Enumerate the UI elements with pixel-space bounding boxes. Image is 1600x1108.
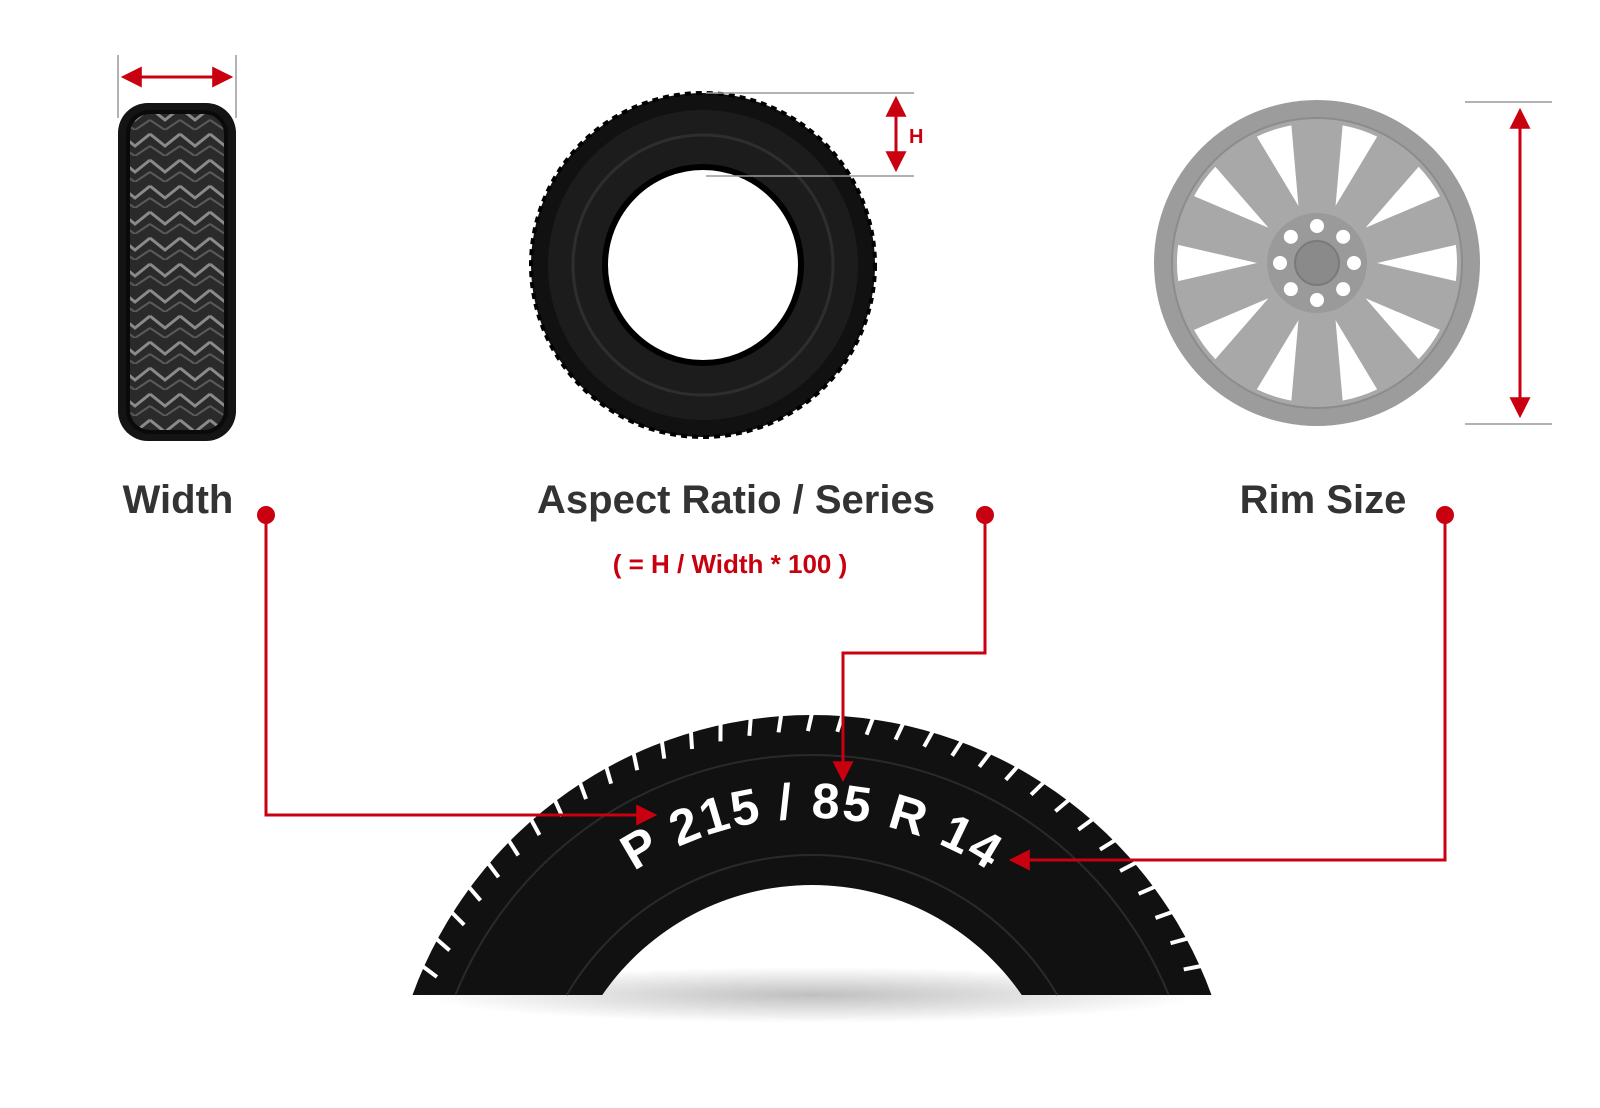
rim-window <box>1194 298 1269 360</box>
rim-window <box>1194 166 1269 228</box>
aspect-ratio-label: Aspect Ratio / Series <box>537 478 935 522</box>
rim-window <box>1256 125 1299 206</box>
rim-bolt-hole <box>1283 282 1298 297</box>
rim-window <box>1377 244 1458 282</box>
alloy-rim-icon <box>1154 100 1552 426</box>
rim-bolt-hole <box>1310 219 1324 233</box>
rim-bolt-hole <box>1347 256 1361 270</box>
rim-size-label: Rim Size <box>1240 478 1407 522</box>
rim-size-connector <box>1008 515 1447 871</box>
tire-tread-icon <box>117 55 237 441</box>
width-connector <box>264 515 658 826</box>
rim-bolt-hole <box>1336 229 1351 244</box>
aspect-ratio-connector <box>832 515 987 783</box>
rim-window <box>1365 298 1440 360</box>
rim-bolt-hole <box>1310 293 1324 307</box>
rim-window <box>1335 320 1378 401</box>
width-label: Width <box>123 478 234 522</box>
rim-bolt-hole <box>1283 229 1298 244</box>
tire-sidewall-icon: P 215 / 85 R 14 <box>412 712 1212 1023</box>
tire-side-icon: H <box>529 91 923 439</box>
rim-bolt-hole <box>1273 256 1287 270</box>
aspect-ratio-formula: ( = H / Width * 100 ) <box>613 549 848 579</box>
height-marker-label: H <box>909 126 923 148</box>
rim-window <box>1335 125 1378 206</box>
rim-window <box>1365 166 1440 228</box>
rim-window <box>1256 320 1299 401</box>
rim-window <box>1177 244 1257 282</box>
rim-bolt-hole <box>1336 282 1351 297</box>
